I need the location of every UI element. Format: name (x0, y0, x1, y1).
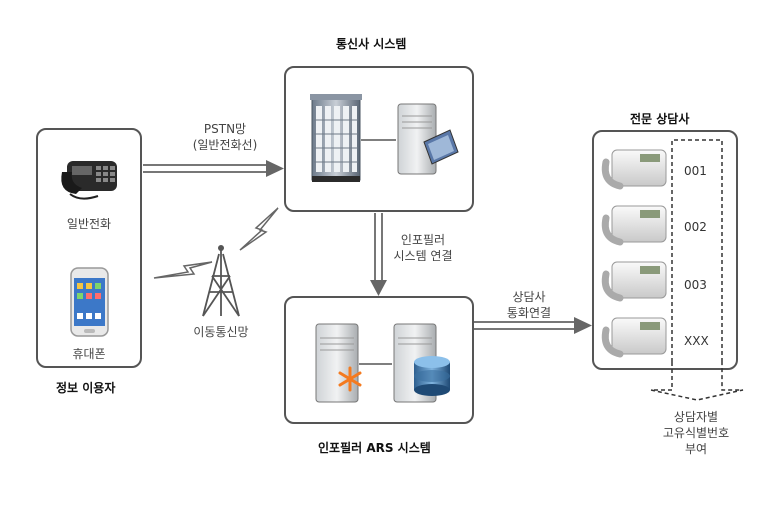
pstn-arrowhead (266, 160, 284, 177)
counsel-code-2: 002 (684, 220, 707, 234)
desk-phone-icon (61, 161, 117, 200)
infopiller-arrow (374, 213, 383, 282)
counsel-phone-icon-1 (601, 149, 667, 190)
counsel-link-line2: 통화연결 (506, 306, 552, 320)
info-user-title: 정보 이용자 (56, 381, 116, 395)
id-column-dashed (650, 139, 744, 401)
counsel-arrow (474, 321, 576, 330)
infopiller-link-line1: 인포필러 (400, 233, 446, 247)
pstn-label-line2: (일반전화선) (192, 138, 258, 152)
counsel-code-3: 003 (684, 278, 707, 292)
counsel-link-line1: 상담사 (512, 290, 546, 304)
telecom-server-icon (397, 103, 459, 175)
pstn-label-line1: PSTN망 (203, 122, 247, 136)
lightning-icon-upper (239, 207, 279, 251)
counsel-arrowhead (574, 317, 592, 334)
counsel-phone-icon-2 (601, 205, 667, 246)
infopiller-link-line2: 시스템 연결 (393, 249, 453, 263)
id-note-line1: 상담자별 (673, 410, 719, 424)
landline-label: 일반전화 (66, 217, 112, 231)
telecom-system-title: 통신사 시스템 (336, 37, 407, 51)
counsel-title: 전문 상담사 (630, 112, 690, 126)
ars-server-icon (315, 323, 362, 403)
smartphone-icon (70, 267, 109, 337)
id-note-line2: 고유식별번호 (662, 426, 730, 440)
counsel-code-4: XXX (684, 334, 709, 348)
mobile-label: 휴대폰 (72, 347, 106, 361)
counsel-phone-icon-4 (601, 317, 667, 358)
pstn-arrow (143, 164, 268, 173)
database-icon (414, 356, 450, 396)
infopiller-system-title: 인포필러 ARS 시스템 (318, 441, 431, 455)
telecom-rack-icon (310, 94, 362, 182)
asterisk-icon (338, 366, 362, 392)
infopiller-arrowhead (370, 280, 387, 296)
counsel-code-1: 001 (684, 164, 707, 178)
id-note-line3: 부여 (684, 442, 708, 456)
counsel-phone-icon-3 (601, 261, 667, 302)
mobile-network-label: 이동통신망 (193, 325, 249, 339)
cell-tower-icon (202, 248, 240, 317)
lightning-icon-left (153, 261, 213, 279)
